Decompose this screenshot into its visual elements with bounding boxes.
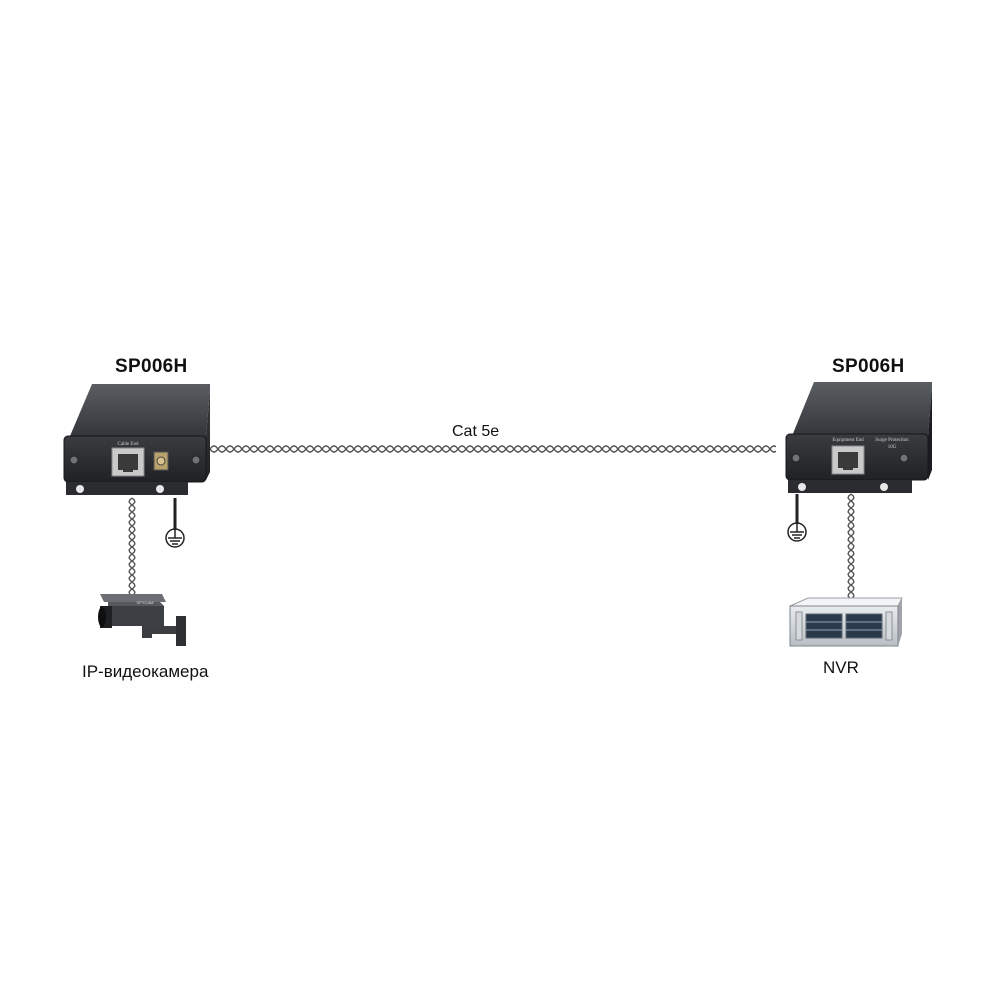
cable-strand <box>847 493 855 599</box>
cable-strand <box>128 497 136 599</box>
nvr-caption: NVR <box>823 658 859 677</box>
ip-camera-icon: SPYCAM <box>98 594 186 646</box>
left-device-title: SP006H <box>115 356 188 377</box>
cable-strand <box>209 445 777 453</box>
left-ground-icon <box>165 528 185 548</box>
left-port-label: Cable End <box>118 442 139 447</box>
camera-badge: SPYCAM <box>137 600 154 605</box>
camera-caption: IP-видеокамера <box>82 662 209 681</box>
camera-cable <box>128 497 136 599</box>
rj45-port <box>111 447 145 477</box>
right-ground-icon <box>787 522 807 542</box>
nvr-icon <box>789 597 903 647</box>
cable-strand <box>128 497 136 599</box>
cable-strand <box>847 493 855 599</box>
right-surge-protector <box>785 382 932 493</box>
left-surge-protector <box>63 384 210 495</box>
rj45-port <box>831 445 865 475</box>
cat5e-cable <box>209 445 777 453</box>
ground-terminal <box>153 451 169 471</box>
cable-label: Cat 5e <box>452 423 500 440</box>
nvr-cable <box>847 493 855 599</box>
right-port-label: Equipment End <box>832 438 864 443</box>
right-side-sublabel: 10G <box>888 445 897 450</box>
right-side-label: Surge Protection <box>875 438 909 443</box>
right-device-title: SP006H <box>832 356 905 377</box>
